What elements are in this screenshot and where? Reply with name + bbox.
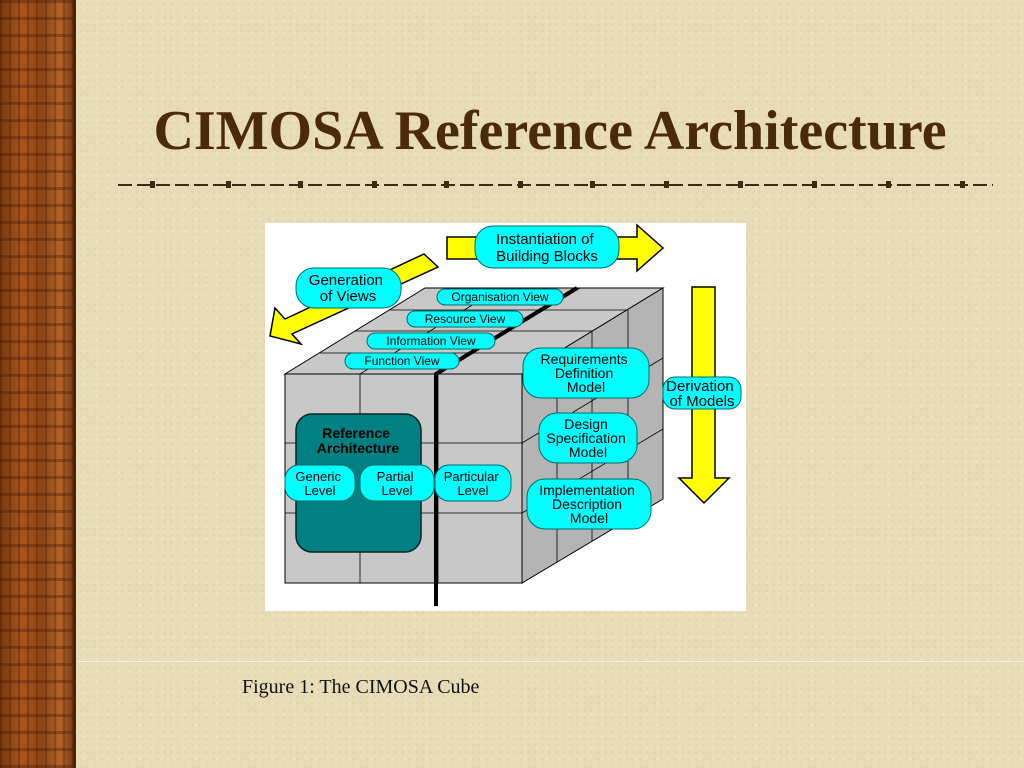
resource-view-label: Resource View <box>425 312 506 326</box>
partial-level-label: Partial Level <box>377 469 417 498</box>
title-divider-dots <box>118 180 993 190</box>
organisation-view-pill <box>436 288 564 306</box>
reference-architecture-label: Reference Architecture <box>317 425 400 456</box>
particular-level-label: Particular Level <box>444 469 503 498</box>
title-divider <box>118 184 993 186</box>
generation-label-pill <box>295 267 402 309</box>
decorative-wood-strip <box>0 0 76 768</box>
organisation-view-label: Organisation View <box>451 290 549 304</box>
requirements-model-label: Requirements Definition Model <box>540 351 631 395</box>
derivation-label: Derivation of Models <box>666 378 738 410</box>
instantiation-label-pill <box>474 225 620 269</box>
generic-level-pill <box>284 464 356 502</box>
function-view-label: Function View <box>364 354 439 368</box>
design-model-label: Design Specification Model <box>546 416 629 460</box>
implementation-model-label: Implementation Description Model <box>539 482 639 526</box>
generation-label: Generation of Views <box>309 272 387 305</box>
requirements-model-pill <box>522 347 650 399</box>
generic-level-label: Generic Level <box>295 469 344 498</box>
resource-view-pill <box>406 310 524 328</box>
instantiation-label: Instantiation of Building Blocks <box>496 231 598 265</box>
slide-title: CIMOSA Reference Architecture <box>153 100 947 162</box>
derivation-label-pill <box>662 376 742 410</box>
function-view-pill <box>344 352 460 370</box>
particular-level-pill <box>434 464 512 502</box>
information-view-label: Information View <box>386 334 475 348</box>
design-model-pill <box>538 412 638 464</box>
caption-divider <box>78 661 1024 662</box>
cimosa-cube-figure: Reference Architecture Generic Level Par… <box>265 223 746 611</box>
implementation-model-pill <box>526 478 652 530</box>
figure-caption: Figure 1: The CIMOSA Cube <box>242 676 480 698</box>
information-view-pill <box>366 332 496 350</box>
cube-separator-line <box>434 286 579 606</box>
cimosa-cube-diagram: Reference Architecture Generic Level Par… <box>269 223 742 606</box>
partial-level-pill <box>359 464 435 502</box>
